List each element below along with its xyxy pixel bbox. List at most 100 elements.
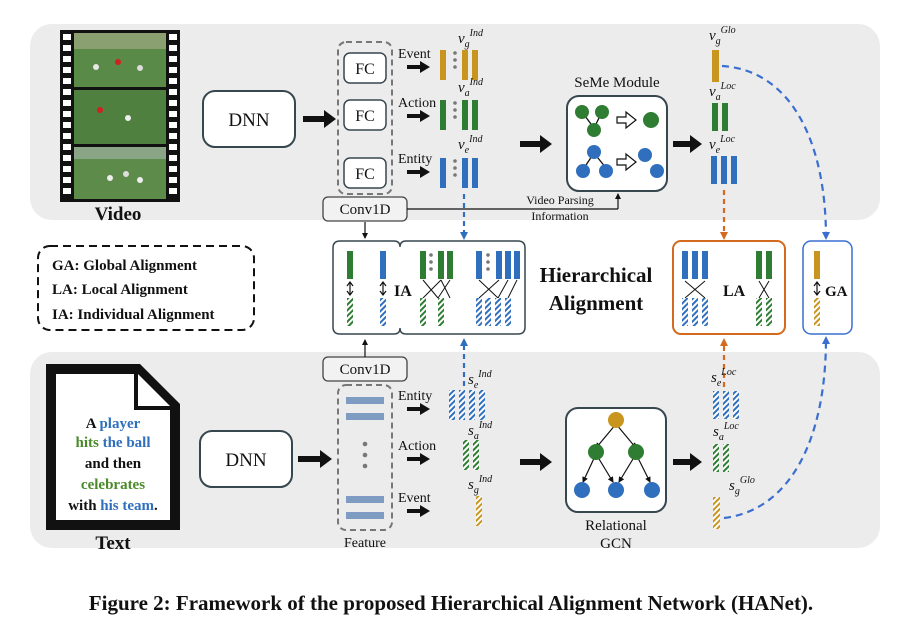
text-entity-ind-bars bbox=[449, 390, 485, 420]
film-hole bbox=[63, 166, 71, 172]
film-hole bbox=[169, 188, 177, 194]
video-label: Video bbox=[95, 204, 142, 225]
feat-se-loc: seLoc bbox=[711, 367, 737, 389]
video-film-strip bbox=[60, 30, 180, 202]
feat-se-ind: seInd bbox=[468, 369, 493, 391]
feat-sa-ind: saInd bbox=[468, 420, 493, 442]
video-dnn-box bbox=[202, 90, 296, 148]
film-hole bbox=[63, 78, 71, 84]
video-event-ind-bars bbox=[440, 50, 478, 80]
video-dnn-label: DNN bbox=[228, 110, 269, 131]
ia-inner bbox=[346, 251, 520, 326]
film-hole bbox=[169, 122, 177, 128]
text-dnn-box bbox=[199, 430, 293, 488]
text-document-icon bbox=[46, 364, 180, 530]
film-hole bbox=[63, 155, 71, 161]
ga-link-text bbox=[723, 336, 830, 520]
arrow-to-gcn bbox=[520, 453, 552, 471]
text-arrow-event bbox=[407, 505, 430, 517]
seme-graph bbox=[575, 105, 664, 178]
video-parsing-info-2: Information bbox=[531, 209, 588, 223]
sentence-line-3: and then bbox=[85, 456, 142, 472]
text-local-action-bars bbox=[713, 444, 729, 472]
hierarchical-title-1: Hierarchical bbox=[540, 263, 653, 287]
la-label: LA bbox=[723, 283, 746, 300]
ga-inner bbox=[813, 251, 821, 326]
film-hole bbox=[63, 111, 71, 117]
film-hole bbox=[169, 45, 177, 51]
sentence-line-4: celebrates bbox=[81, 477, 145, 493]
text-arrow-action bbox=[407, 453, 430, 465]
text-branch-event: Event bbox=[398, 491, 431, 506]
text-event-ind-bars bbox=[476, 496, 482, 526]
video-branch-action: Action bbox=[398, 96, 436, 111]
film-hole bbox=[169, 111, 177, 117]
film-hole bbox=[63, 34, 71, 40]
text-conv1d-label: Conv1D bbox=[340, 362, 391, 378]
sentence-line-5: with his team. bbox=[68, 498, 158, 514]
film-hole bbox=[63, 188, 71, 194]
video-action-ind-bars bbox=[440, 100, 478, 130]
legend-box bbox=[37, 245, 255, 331]
text-feature-group bbox=[337, 384, 393, 531]
feat-sg-glo: sgGlo bbox=[729, 475, 755, 497]
feat-ve-ind: veInd bbox=[458, 134, 483, 156]
film-hole bbox=[63, 100, 71, 106]
film-hole bbox=[169, 67, 177, 73]
ga-label: GA bbox=[825, 284, 848, 300]
text-arrow-entity bbox=[407, 403, 430, 415]
arrow-action bbox=[407, 110, 430, 122]
text-local-entity-bars bbox=[713, 391, 739, 419]
arrow-from-gcn bbox=[673, 453, 702, 471]
film-hole bbox=[169, 100, 177, 106]
arrow-to-seme bbox=[520, 135, 552, 153]
legend-ga: GA: Global Alignment bbox=[52, 258, 197, 274]
legend-ia: IA: Individual Alignment bbox=[52, 307, 215, 323]
video-local-action-bars bbox=[712, 103, 728, 131]
text-global-bar bbox=[713, 497, 720, 529]
film-hole bbox=[169, 34, 177, 40]
fc-label-entity: FC bbox=[355, 166, 375, 183]
arrow-event bbox=[407, 61, 430, 73]
text-branch-action: Action bbox=[398, 439, 436, 454]
feat-sg-ind: sgInd bbox=[468, 474, 493, 496]
feat-sa-loc: saLoc bbox=[713, 421, 739, 443]
video-global-bar bbox=[712, 50, 719, 82]
film-hole bbox=[169, 155, 177, 161]
film-hole bbox=[169, 177, 177, 183]
film-hole bbox=[169, 78, 177, 84]
la-inner bbox=[682, 251, 772, 326]
ga-link-video bbox=[721, 64, 830, 240]
legend-la: LA: Local Alignment bbox=[52, 282, 188, 298]
sentence-line-1: A player bbox=[86, 416, 141, 432]
text-feature-label: Feature bbox=[344, 536, 386, 551]
figure-caption: Figure 2: Framework of the proposed Hier… bbox=[88, 591, 814, 615]
fc-box-action bbox=[343, 99, 387, 131]
fc-box-entity bbox=[343, 157, 387, 189]
text-dnn-label: DNN bbox=[225, 450, 266, 471]
video-conv1d-label: Conv1D bbox=[340, 202, 391, 218]
hierarchical-title-2: Alignment bbox=[549, 291, 644, 315]
gcn-box bbox=[565, 407, 667, 513]
text-dnn-arrow bbox=[298, 450, 332, 468]
film-hole bbox=[169, 166, 177, 172]
video-parsing-info-1: Video Parsing bbox=[526, 193, 594, 207]
fc-box-event bbox=[343, 52, 387, 84]
film-hole bbox=[63, 67, 71, 73]
film-hole bbox=[63, 144, 71, 150]
film-hole bbox=[63, 133, 71, 139]
seme-module-box bbox=[566, 95, 668, 192]
gcn-graph bbox=[574, 412, 660, 498]
fc-label-action: FC bbox=[355, 108, 375, 125]
film-hole bbox=[169, 89, 177, 95]
video-dnn-arrow bbox=[303, 110, 336, 128]
film-hole bbox=[63, 56, 71, 62]
video-branch-event: Event bbox=[398, 47, 431, 62]
film-hole bbox=[63, 122, 71, 128]
arrow-entity bbox=[407, 166, 430, 178]
feat-va-ind: vaInd bbox=[458, 77, 484, 99]
text-branch-entity: Entity bbox=[398, 389, 432, 404]
film-hole bbox=[169, 56, 177, 62]
arrow-from-seme bbox=[673, 135, 702, 153]
